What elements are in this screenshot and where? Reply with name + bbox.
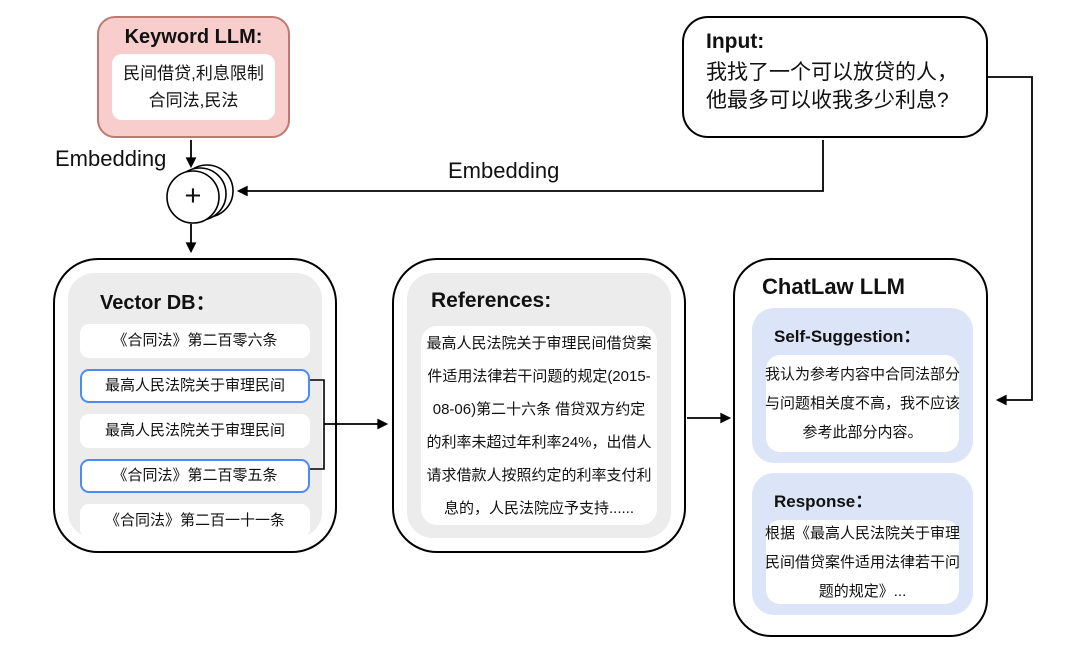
references-panel: References: 最高人民法院关于审理民间借贷案 件适用法律若干问题的规定…: [407, 273, 671, 538]
input-line: 他最多可以收我多少利息?: [706, 89, 949, 112]
keyword-llm-node: Keyword LLM: 民间借贷,利息限制 合同法,民法: [97, 16, 290, 138]
self-suggestion-panel: Self-Suggestion： 我认为参考内容中合同法部分 与问题相关度不高，…: [752, 308, 973, 463]
keyword-llm-title: Keyword LLM:: [124, 26, 263, 48]
reference-line: 息的，人民法院应予支持......: [443, 499, 634, 517]
input-line: 我找了一个可以放贷的人，: [706, 61, 958, 84]
merge-plus-symbol: +: [184, 180, 202, 212]
keyword-llm-content: 民间借贷,利息限制 合同法,民法: [112, 54, 275, 120]
vector-db-title: Vector DB：: [100, 292, 216, 314]
input-title: Input:: [706, 30, 765, 53]
self-suggestion-title: Self-Suggestion：: [774, 327, 921, 346]
input-node: Input: 我找了一个可以放贷的人， 他最多可以收我多少利息?: [682, 16, 988, 138]
reference-line: 件适用法律若干问题的规定(2015-: [427, 367, 651, 385]
keyword-line: 合同法,民法: [148, 91, 239, 110]
self-suggestion-line: 参考此部分内容。: [802, 424, 923, 441]
chatlaw-llm-node: ChatLaw LLM Self-Suggestion： 我认为参考内容中合同法…: [733, 258, 988, 637]
vector-db-panel: Vector DB： 《合同法》第二百零六条 最高人民法院关于审理民间 最高人民…: [68, 273, 322, 538]
response-line: 题的规定》...: [818, 582, 907, 600]
self-suggestion-line: 与问题相关度不高，我不应该: [765, 395, 961, 412]
chatlaw-llm-title: ChatLaw LLM: [762, 274, 905, 299]
self-suggestion-content: 我认为参考内容中合同法部分 与问题相关度不高，我不应该 参考此部分内容。: [765, 355, 961, 452]
vector-db-node: Vector DB： 《合同法》第二百零六条 最高人民法院关于审理民间 最高人民…: [53, 258, 337, 553]
self-suggestion-line: 我认为参考内容中合同法部分: [765, 366, 961, 383]
response-title: Response：: [774, 492, 873, 511]
response-line: 根据《最高人民法院关于审理: [765, 524, 961, 542]
response-panel: Response： 根据《最高人民法院关于审理 民间借贷案件适用法律若干问 题的…: [752, 473, 973, 615]
reference-line: 08-06)第二十六条 借贷双方约定: [432, 400, 646, 418]
references-title: References:: [431, 289, 552, 312]
references-node: References: 最高人民法院关于审理民间借贷案 件适用法律若干问题的规定…: [392, 258, 686, 553]
embedding-label-left: Embedding: [55, 146, 167, 171]
references-content: 最高人民法院关于审理民间借贷案 件适用法律若干问题的规定(2015- 08-06…: [421, 326, 657, 525]
arrow-input-to-chatlaw: [988, 76, 1033, 406]
db-item: 《合同法》第二百一十一条: [80, 504, 310, 538]
db-item: 最高人民法院关于审理民间: [80, 414, 310, 448]
db-item: 《合同法》第二百零六条: [80, 324, 310, 358]
response-line: 民间借贷案件适用法律若干问: [765, 553, 961, 571]
reference-line: 请求借款人按照约定的利率支付利: [426, 466, 652, 484]
reference-line: 的利率未超过年利率24%，出借人: [426, 433, 652, 451]
db-item-highlighted: 最高人民法院关于审理民间: [80, 369, 310, 403]
response-content: 根据《最高人民法院关于审理 民间借贷案件适用法律若干问 题的规定》...: [765, 520, 961, 604]
embedding-label-center: Embedding: [448, 158, 560, 183]
keyword-line: 民间借贷,利息限制: [123, 64, 264, 83]
db-item-highlighted: 《合同法》第二百零五条: [80, 459, 310, 493]
reference-line: 最高人民法院关于审理民间借贷案: [426, 334, 652, 352]
